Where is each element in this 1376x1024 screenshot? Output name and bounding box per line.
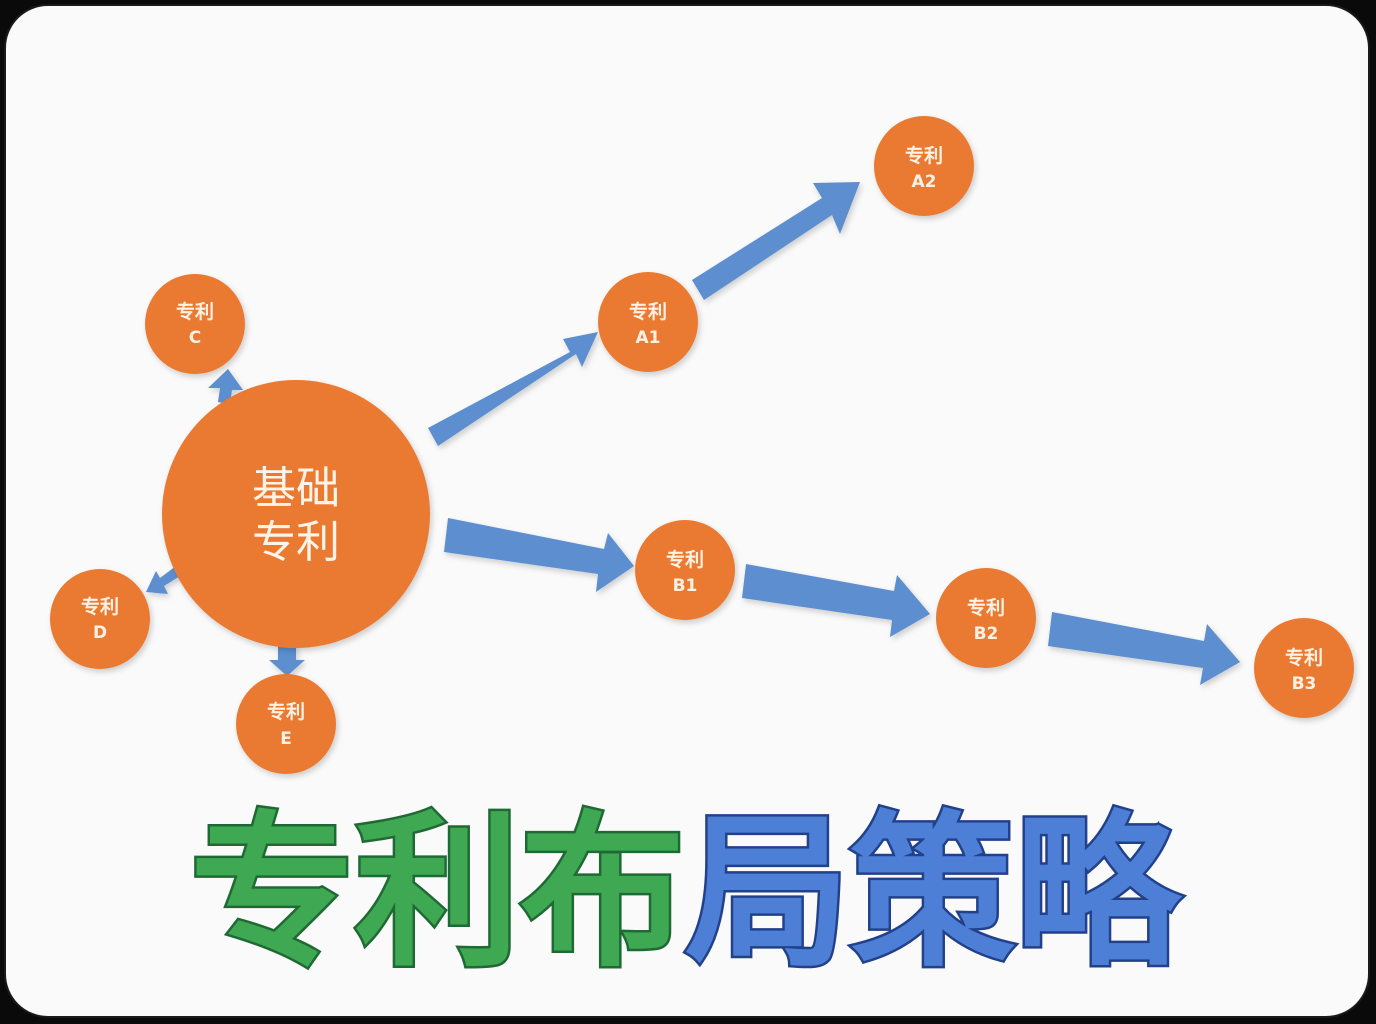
arrow-center-to-e [269,644,305,676]
node-d [50,569,150,669]
node-b3 [1254,618,1354,718]
node-a2-label-line2: A2 [912,172,937,192]
arrow-center-to-b1 [444,518,634,592]
title-green-part: 专利布 [190,797,685,990]
arrow-b1-to-b2 [742,564,930,637]
arrow-b2-to-b3 [1048,612,1240,685]
node-b2 [936,568,1036,668]
base-patent-label-line1: 基础 [252,463,340,514]
node-b2-label-line1: 专利 [967,596,1005,619]
node-b1-label-line2: B1 [673,576,698,596]
node-b3-label-line2: B3 [1292,674,1317,694]
node-e [236,674,336,774]
node-e-label-line2: E [280,729,292,749]
node-a1 [598,272,698,372]
node-d-label-line2: D [93,623,107,643]
title-blue-part: 局策略 [685,797,1183,990]
arrow-center-to-d [146,566,180,594]
node-c-label-line2: C [189,328,201,348]
node-b1-label-line1: 专利 [666,548,704,571]
node-e-label-line1: 专利 [267,700,305,723]
arrow-center-to-a1 [428,332,598,446]
node-a2-label-line1: 专利 [905,144,943,167]
arrow-a1-to-a2 [692,182,860,300]
base-patent-node [162,380,430,648]
title-banner: 专利布局策略 [190,797,1183,990]
node-c-label-line1: 专利 [176,300,214,323]
node-b3-label-line1: 专利 [1285,646,1323,669]
arrow-center-to-c [208,369,243,404]
node-a2 [874,116,974,216]
node-c [145,274,245,374]
node-a1-label-line1: 专利 [629,300,667,323]
node-d-label-line1: 专利 [81,595,119,618]
node-b2-label-line2: B2 [974,624,999,644]
node-a1-label-line2: A1 [636,328,661,348]
base-patent-label-line2: 专利 [252,517,340,568]
node-b1 [635,520,735,620]
